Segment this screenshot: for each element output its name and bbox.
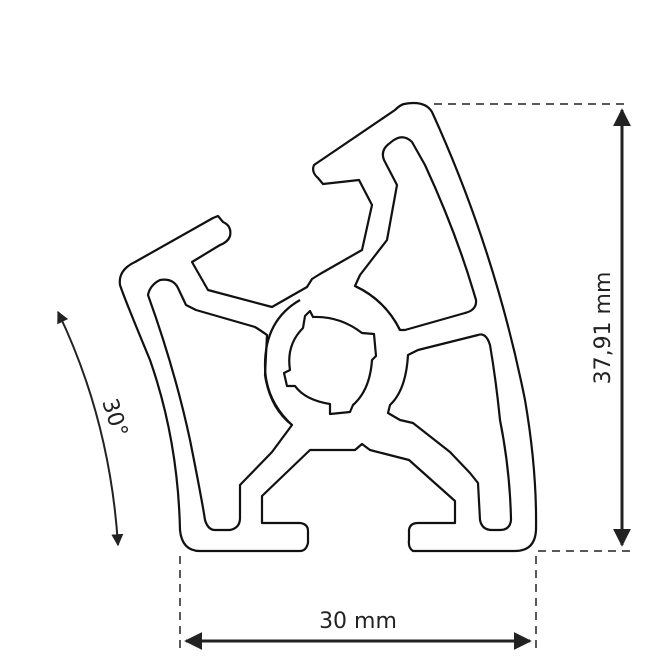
extension-lines [179, 103, 630, 650]
profile-outline [118, 101, 538, 553]
height-label: 37,91 mm [591, 272, 616, 385]
angle-dimension: 30° [57, 310, 132, 547]
width-dimension: 30 mm [184, 609, 532, 650]
width-label: 30 mm [319, 609, 397, 634]
height-dimension: 37,91 mm [591, 108, 631, 547]
